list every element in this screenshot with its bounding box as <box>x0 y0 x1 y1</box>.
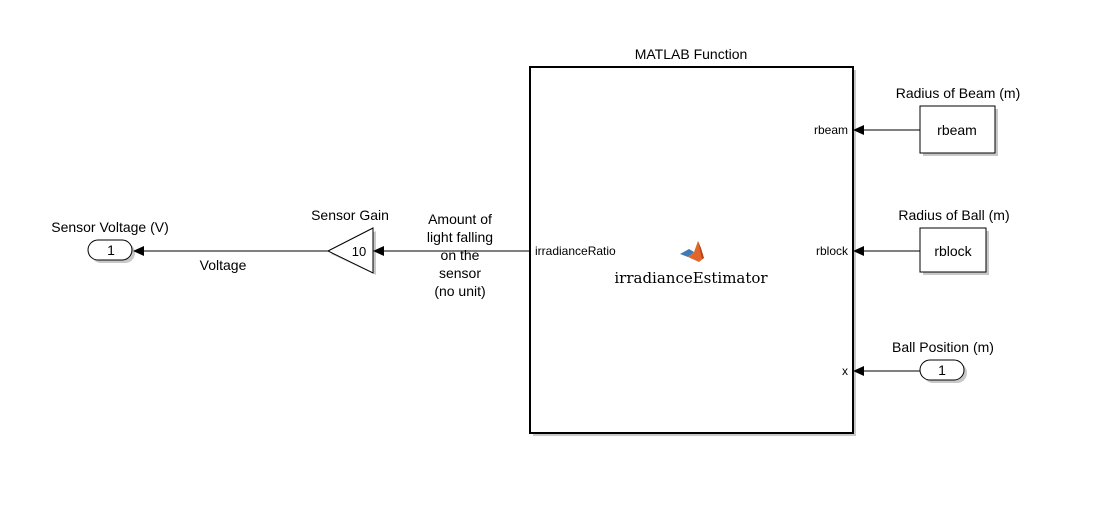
outport-block-sensor-voltage[interactable] <box>87 239 135 263</box>
gain-block-sensor[interactable] <box>326 227 376 275</box>
signal-label-irradiance-line-2: light falling <box>427 229 493 245</box>
gain-block-sensor-value: 10 <box>352 244 366 259</box>
signal-label-irradiance-line-1: Amount of <box>428 211 492 227</box>
signal-label-irradiance: Amount of light falling on the sensor (n… <box>427 211 493 299</box>
outport-block-sensor-voltage-body[interactable] <box>87 239 133 261</box>
signal-line-irradiance[interactable] <box>373 246 530 256</box>
port-label-rblock: rblock <box>816 244 849 258</box>
signal-line-voltage[interactable] <box>133 246 328 256</box>
signal-arrow-voltage-icon <box>133 246 144 256</box>
constant-block-rbeam-title: Radius of Beam (m) <box>896 85 1020 101</box>
gain-block-sensor-body[interactable] <box>326 227 374 274</box>
matlab-function-name: irradianceEstimator <box>614 269 768 287</box>
inport-block-ball-position-title: Ball Position (m) <box>892 339 994 355</box>
signal-arrow-rblock-icon <box>853 246 864 256</box>
matlab-logo-blue-part <box>680 249 694 257</box>
signal-label-irradiance-line-5: (no unit) <box>434 283 485 299</box>
outport-block-sensor-voltage-title: Sensor Voltage (V) <box>51 219 169 235</box>
signal-label-irradiance-line-4: sensor <box>439 265 481 281</box>
inport-block-ball-position[interactable] <box>919 359 967 383</box>
constant-block-rbeam[interactable] <box>919 105 998 156</box>
matlab-function-block-body[interactable] <box>529 66 854 434</box>
port-label-irradiance-ratio: irradianceRatio <box>535 244 616 258</box>
signal-arrow-irradiance-icon <box>373 246 384 256</box>
constant-block-rblock-value: rblock <box>934 243 972 259</box>
signal-arrow-ball-position-icon <box>853 366 864 376</box>
constant-block-rbeam-value: rbeam <box>937 122 977 138</box>
matlab-function-block[interactable] <box>529 66 856 436</box>
gain-block-sensor-title: Sensor Gain <box>311 207 389 223</box>
outport-block-sensor-voltage-number: 1 <box>107 242 115 258</box>
constant-block-rblock-body[interactable] <box>919 227 987 273</box>
constant-block-rblock-title: Radius of Ball (m) <box>898 207 1009 223</box>
signal-line-ball-position[interactable] <box>853 366 920 376</box>
matlab-function-block-title: MATLAB Function <box>635 46 748 62</box>
signal-line-rbeam[interactable] <box>853 125 920 135</box>
matlab-logo-orange-part <box>688 241 704 262</box>
matlab-logo-icon <box>680 241 704 262</box>
signal-line-rblock[interactable] <box>853 246 920 256</box>
inport-block-ball-position-body[interactable] <box>919 359 965 381</box>
constant-block-rblock[interactable] <box>919 227 989 275</box>
port-label-x: x <box>842 364 848 378</box>
signal-label-voltage: Voltage <box>200 257 247 273</box>
signal-label-irradiance-line-3: on the <box>441 247 480 263</box>
matlab-logo-dark-part <box>698 241 704 259</box>
inport-block-ball-position-number: 1 <box>938 362 946 378</box>
signal-arrow-rbeam-icon <box>853 125 864 135</box>
port-label-rbeam: rbeam <box>814 123 848 137</box>
